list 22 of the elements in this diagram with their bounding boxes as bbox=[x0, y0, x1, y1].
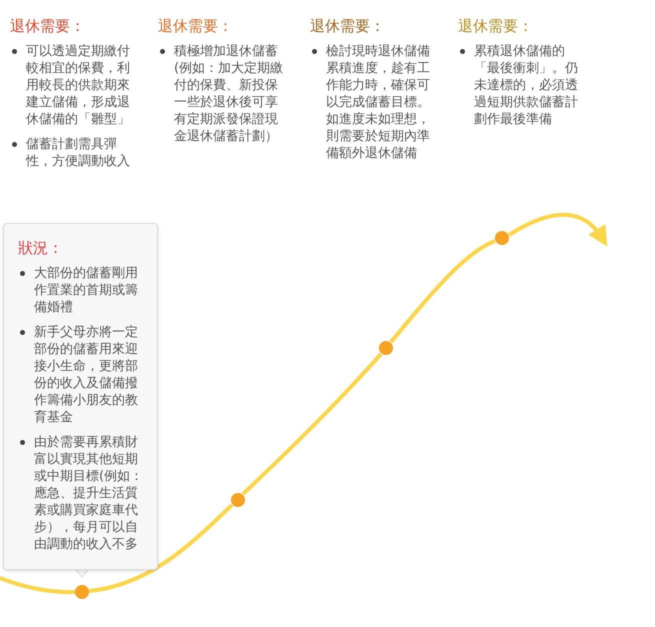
heading: 退休需要： bbox=[310, 17, 385, 35]
bullet-text: 新手父母亦將一定部份的儲蓄用來迎接小生命，更將部份的收入及儲備撥作籌備小朋友的教育基金 bbox=[18, 324, 146, 426]
bullet-text: 積極增加退休儲蓄(例如：加大定期繳付的保費、新投保一些於退休後可享有定期派發保證現金退休儲蓄計劃） bbox=[158, 43, 286, 145]
point-marker bbox=[231, 493, 245, 507]
arrow bbox=[508, 212, 608, 246]
point-marker bbox=[379, 341, 393, 355]
callout-box bbox=[3, 223, 158, 570]
bullet-text: 大部份的儲蓄剛用作置業的首期或籌備婚禮 bbox=[18, 265, 146, 316]
heading: 狀況： bbox=[18, 239, 63, 257]
heading: 退休需要： bbox=[158, 17, 233, 35]
bullet-text: 由於需要再累積財富以實現其他短期或中期目標(例如：應急、提升生活質素或購買家庭車代步），每月可以自由調動的收入不多 bbox=[18, 434, 146, 553]
curve-line bbox=[242, 352, 382, 496]
heading: 退休需要： bbox=[458, 17, 533, 35]
heading: 退休需要： bbox=[10, 17, 85, 35]
bullet-text: 累積退休儲備的「最後衝刺」。仍未達標的，必須透過短期供款儲蓄計劃作最後準備 bbox=[458, 43, 586, 128]
curve-line bbox=[389, 239, 496, 344]
bullet-text: 儲蓄計劃需具彈性，方便調動收入 bbox=[10, 136, 138, 170]
point-marker bbox=[495, 231, 509, 245]
bullet-text: 可以透過定期繳付較相宜的保費，利用較長的供款期來建立儲備，形成退休儲備的「雛型」 bbox=[10, 43, 138, 128]
point-marker bbox=[75, 585, 89, 599]
curve-line bbox=[88, 504, 234, 593]
bullet-text: 檢討現時退休儲備累積進度，趁有工作能力時，確保可以完成儲蓄目標。如進度未如理想，則需要於短期內準備額外退休儲備 bbox=[310, 43, 438, 162]
